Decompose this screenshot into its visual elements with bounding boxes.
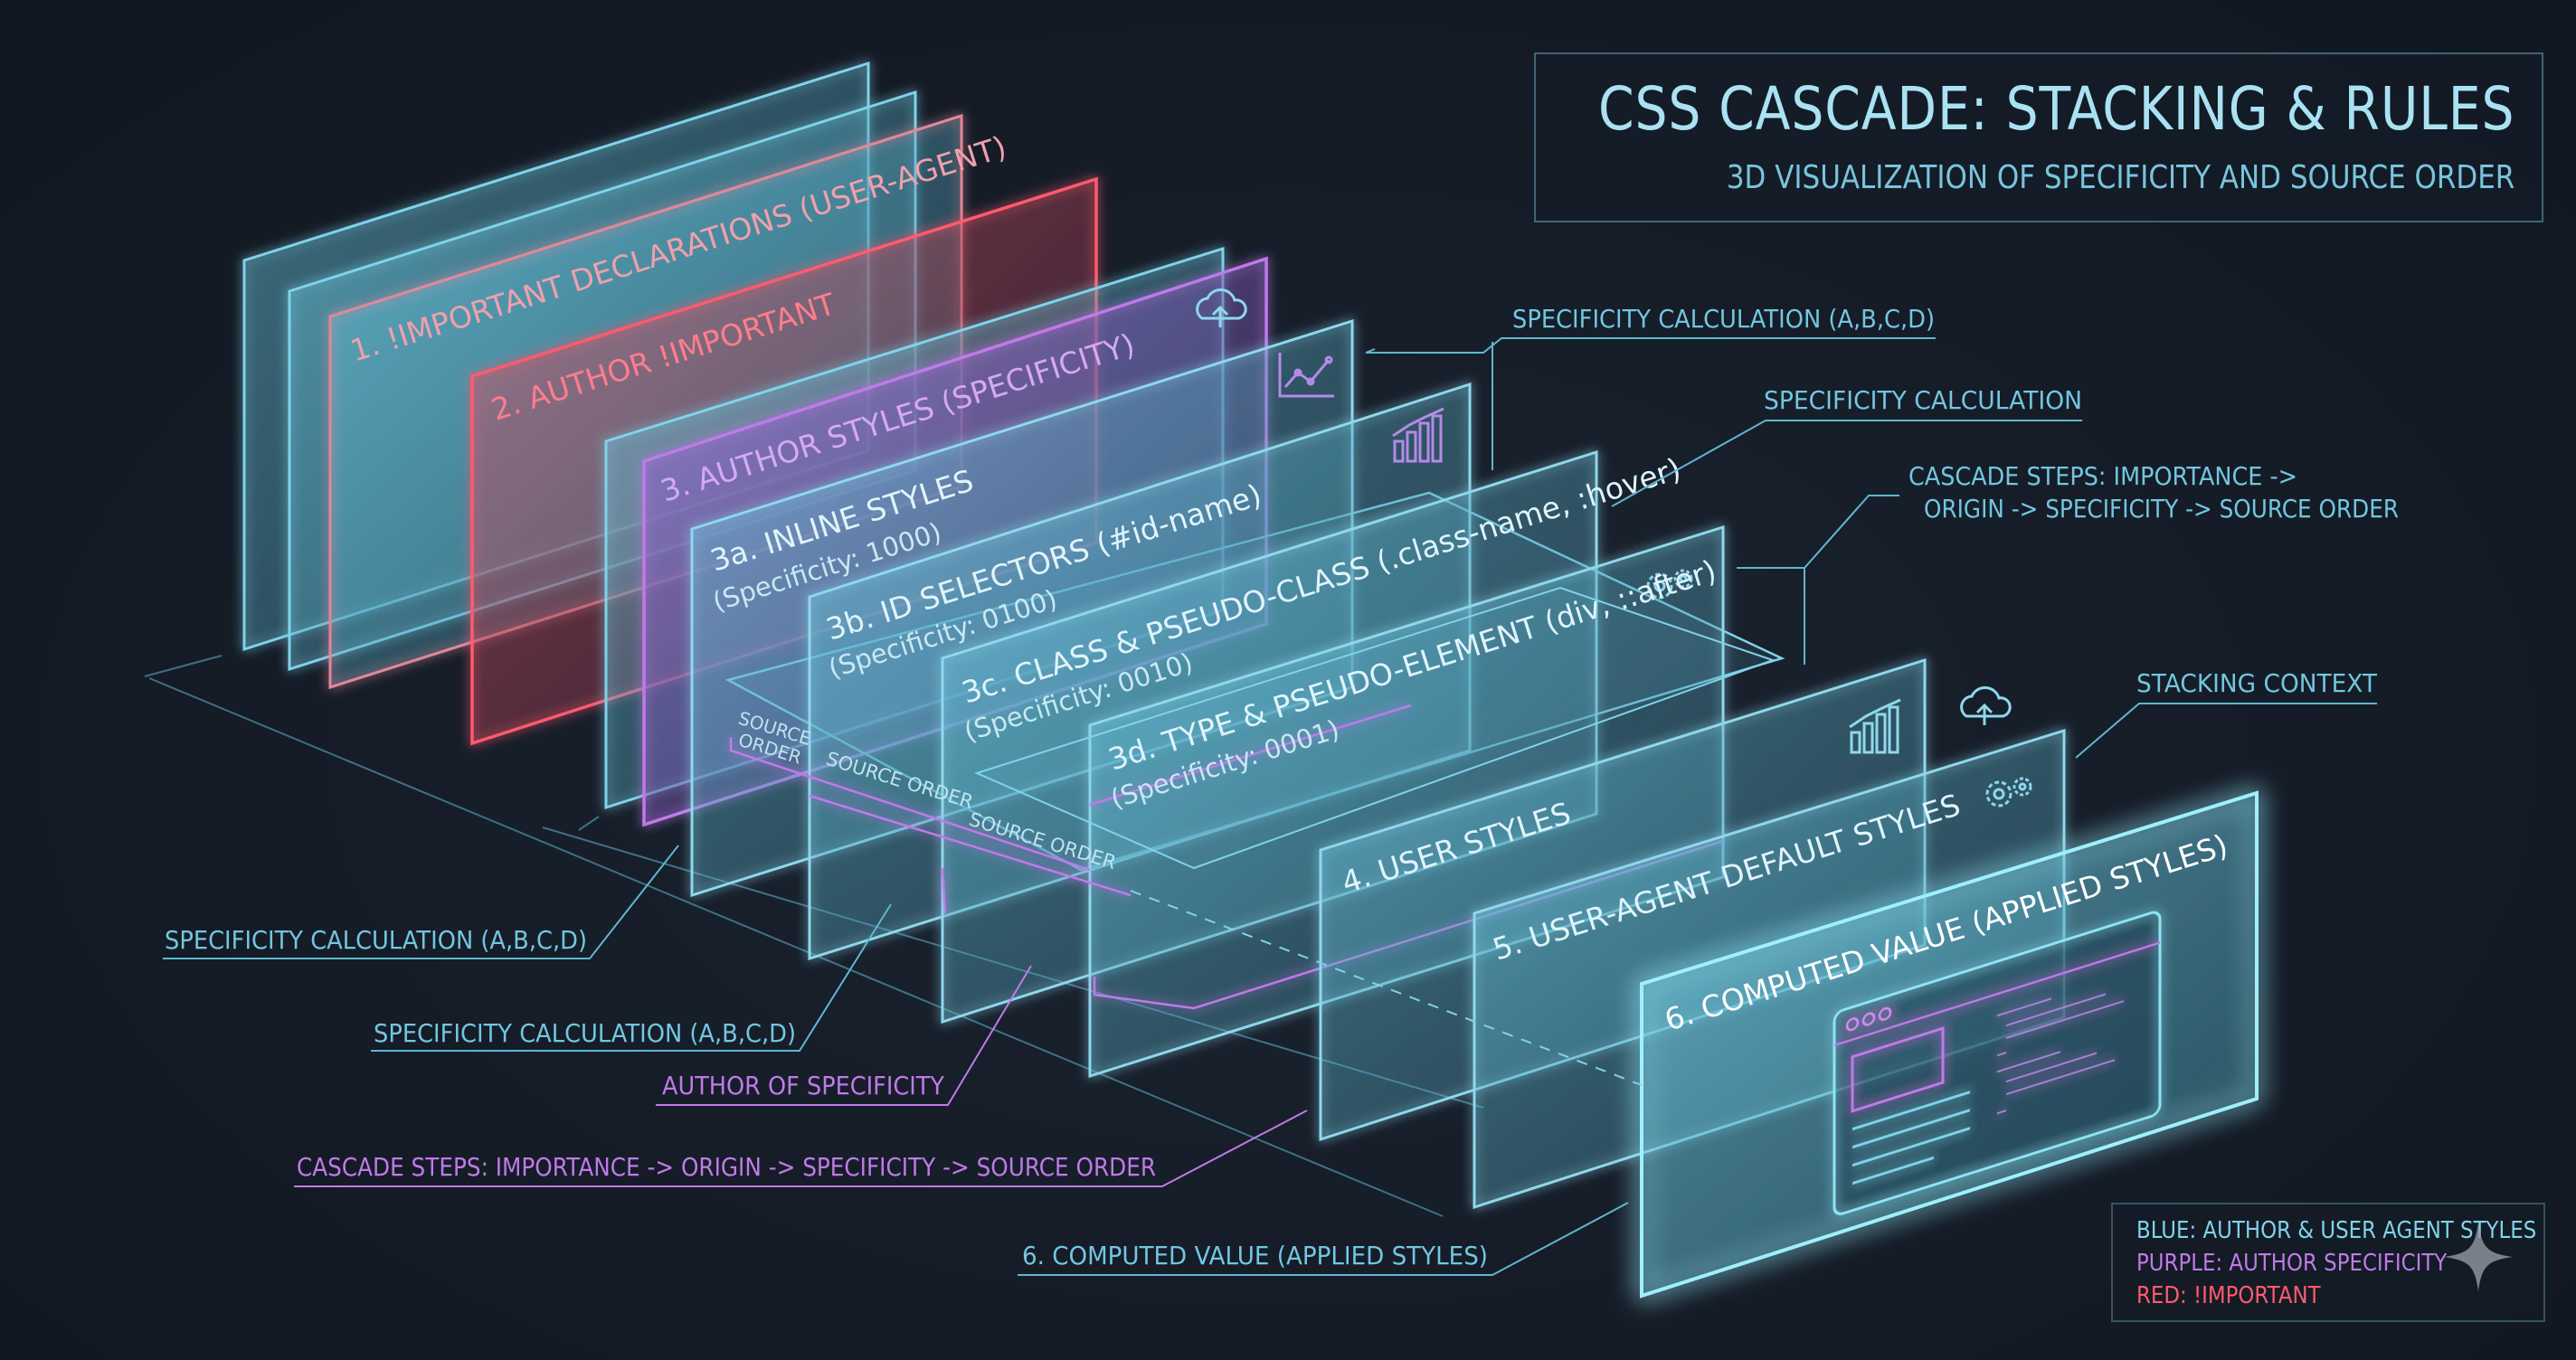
- inner-slab: [974, 586, 1776, 870]
- annotation-left-cascade-steps: CASCADE STEPS: IMPORTANCE -> ORIGIN -> S…: [297, 1152, 1156, 1182]
- legend-purple: PURPLE: AUTHOR SPECIFICITY: [2136, 1250, 2448, 1277]
- gears-icon: [1985, 777, 2032, 808]
- cloud-upload-icon: [1196, 288, 1247, 327]
- annotations-right: SPECIFICITY CALCULATION (A,B,C,D) SPECIF…: [1512, 304, 2399, 698]
- annotation-specificity: SPECIFICITY CALCULATION: [1764, 385, 2082, 415]
- annotation-leaders-right: [1365, 337, 2377, 759]
- cloud-upload-icon: [1960, 686, 2012, 725]
- bar-chart-icon: [1392, 407, 1444, 463]
- legend-blue: BLUE: AUTHOR & USER AGENT STYLES: [2136, 1217, 2537, 1244]
- annotation-cascade-steps-2: ORIGIN -> SPECIFICITY -> SOURCE ORDER: [1924, 494, 2399, 524]
- annotation-left-computed-value: 6. COMPUTED VALUE (APPLIED STYLES): [1022, 1241, 1488, 1270]
- annotations-left: SPECIFICITY CALCULATION (A,B,C,D) SPECIF…: [165, 925, 1488, 1270]
- bar-chart-icon: [1849, 698, 1901, 754]
- page-title: CSS CASCADE: STACKING & RULES: [1597, 74, 2514, 144]
- page-subtitle: 3D VISUALIZATION OF SPECIFICITY AND SOUR…: [1726, 159, 2514, 196]
- gears-icon: [1646, 569, 1693, 600]
- annotation-left-specificity-1: SPECIFICITY CALCULATION (A,B,C,D): [165, 925, 587, 955]
- annotation-left-author-specificity: AUTHOR OF SPECIFICITY: [662, 1071, 945, 1100]
- annotation-left-specificity-2: SPECIFICITY CALCULATION (A,B,C,D): [374, 1018, 796, 1048]
- annotation-specificity-abcd: SPECIFICITY CALCULATION (A,B,C,D): [1512, 304, 1935, 334]
- line-chart-icon: [1278, 353, 1334, 398]
- sparkle-icon: [2444, 1223, 2513, 1291]
- title-box: CSS CASCADE: STACKING & RULES 3D VISUALI…: [1534, 52, 2543, 222]
- browser-window-icon: [1833, 911, 2162, 1215]
- annotation-stacking-context: STACKING CONTEXT: [2136, 668, 2378, 698]
- legend-red: RED: !IMPORTANT: [2136, 1282, 2321, 1309]
- annotation-leaders-left: [163, 845, 1629, 1276]
- annotation-cascade-steps-1: CASCADE STEPS: IMPORTANCE ->: [1908, 461, 2297, 491]
